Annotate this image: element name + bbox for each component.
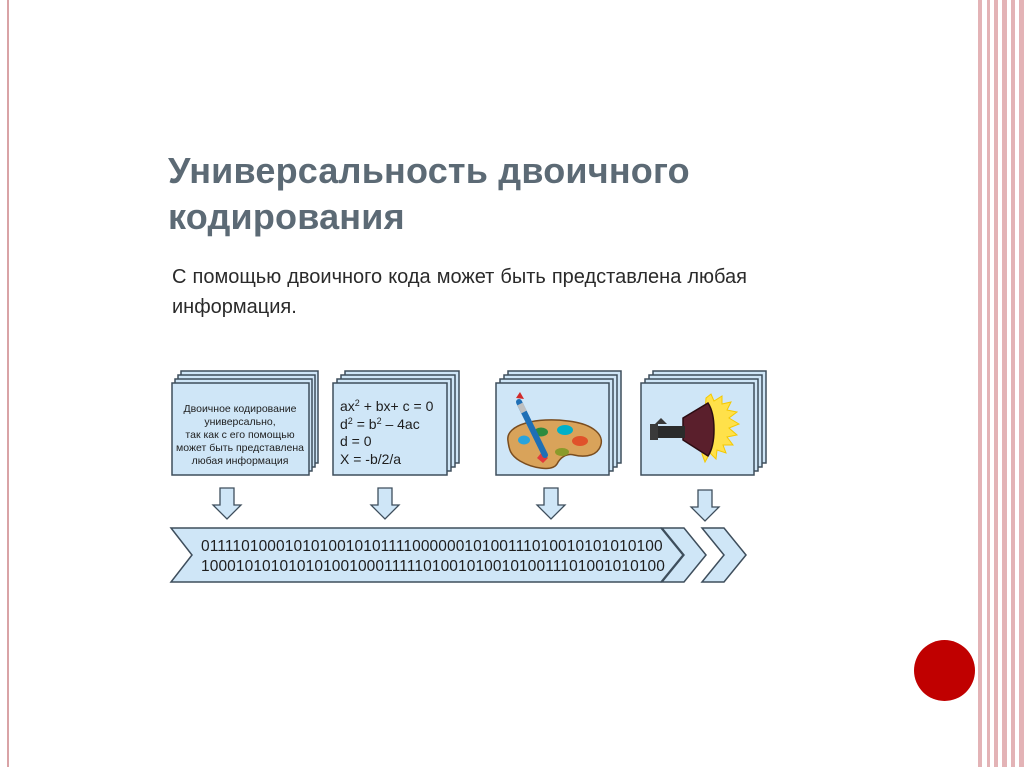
- binary-line-1: 0111101000101010010101111000000101001110…: [201, 538, 663, 555]
- red-circle-decoration: [914, 640, 975, 701]
- formula-line-root: X = -b/2/a: [340, 450, 402, 467]
- text-card-content: Двоичное кодирование универсально, так к…: [168, 403, 312, 471]
- paint-palette-icon: [507, 392, 602, 470]
- text-card-line: может быть представлена: [176, 442, 304, 454]
- arrow-down-3: [535, 487, 567, 520]
- formula-line-d-zero: d = 0: [340, 433, 372, 449]
- binary-stream-arrow: [169, 527, 747, 583]
- text-card-line: универсально,: [204, 416, 276, 428]
- text-card-line: так как с его помощью: [185, 429, 295, 441]
- slide-title: Универсальность двоичного кодирования: [168, 150, 690, 237]
- formula-card-content: ax2 + bx+ c = 0 d2 = b2 – 4ac d = 0 X = …: [340, 398, 446, 472]
- binary-line-2: 1000101010101010010001111101001010010100…: [201, 558, 665, 575]
- arrow-down-4: [689, 489, 721, 522]
- decorative-stripes: [978, 0, 1024, 767]
- arrow-down-2: [369, 487, 401, 520]
- text-card-line: Двоичное кодирование: [183, 403, 297, 415]
- text-card-stack: [171, 370, 319, 476]
- formula-line-quadratic: ax2 + bx+ c = 0: [340, 398, 434, 414]
- binary-code-text: 0111101000101010010101111000000101001110…: [201, 537, 671, 577]
- slide-lead-text: С помощью двоичного кода может быть пред…: [172, 266, 747, 318]
- arrow-down-1: [211, 487, 243, 520]
- text-card-line: любая информация: [191, 455, 289, 467]
- loudspeaker-icon: [650, 393, 741, 464]
- frame-left-line: [7, 0, 9, 767]
- formula-line-discriminant: d2 = b2 – 4ac: [340, 415, 420, 432]
- formula-card-stack: [332, 370, 460, 476]
